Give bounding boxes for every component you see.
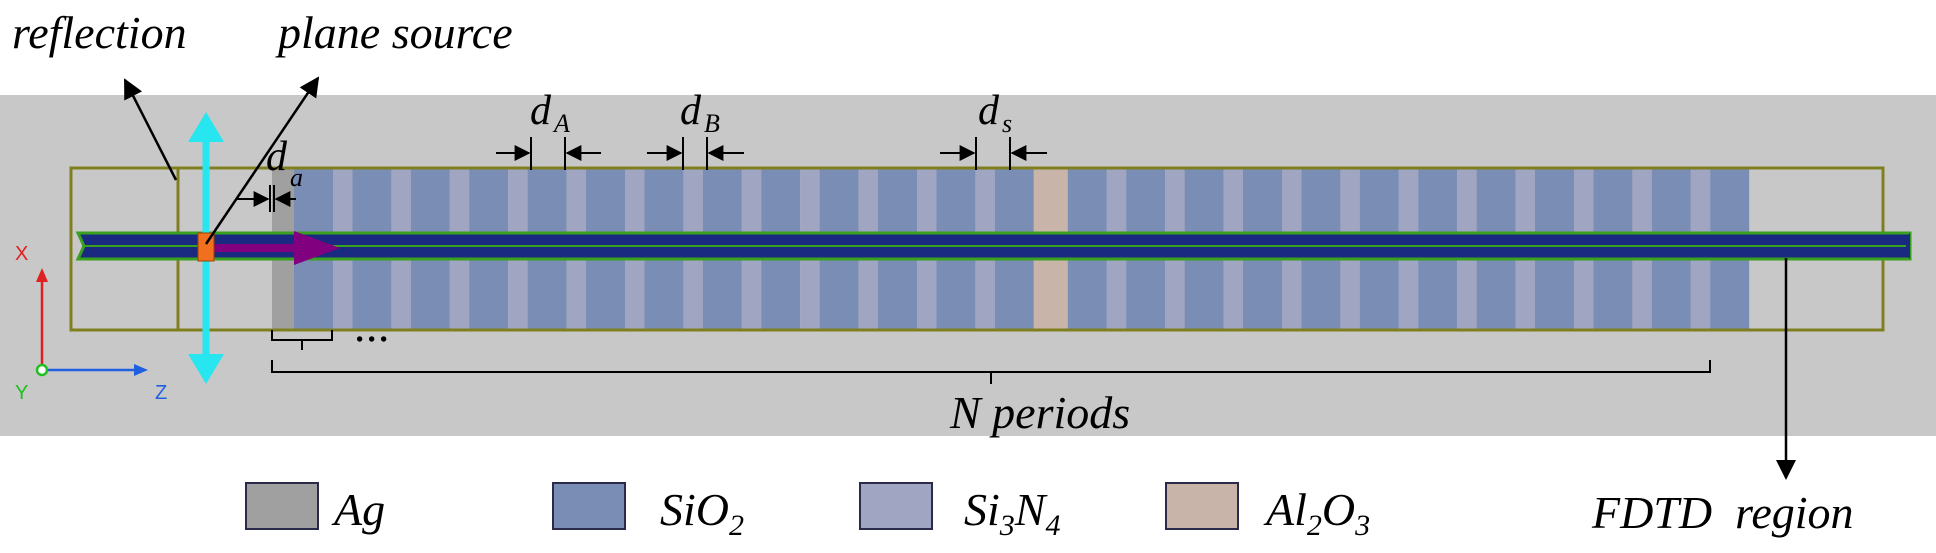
axis-x-label: X [15, 243, 28, 265]
axis-x-arrow-icon [36, 268, 48, 282]
propagation-arrow-icon [294, 231, 340, 265]
axis-z-label: Z [155, 382, 167, 404]
dimension-ds [940, 137, 1047, 170]
legend: Ag SiO2 Si3N4 Al2O3 [245, 482, 1370, 542]
source-arrow-down-icon [188, 354, 224, 384]
legend-label-sio2: SiO2 [660, 484, 744, 542]
dimension-dB [647, 137, 744, 170]
legend-label-ag: Ag [331, 484, 385, 535]
ellipsis: • • • [356, 329, 387, 351]
coordinate-axes: X Y Z [15, 243, 167, 404]
legend-item-ag: Ag [245, 482, 385, 535]
axis-z-arrow-icon [134, 364, 148, 376]
reflection-pointer [123, 78, 178, 181]
legend-label-al2o3: Al2O3 [1263, 484, 1370, 542]
n-periods-label: N periods [949, 387, 1130, 438]
legend-item-al2o3: Al2O3 [1165, 482, 1370, 542]
legend-swatch-ag [245, 482, 319, 530]
dimension-dA [496, 137, 601, 170]
reflection-label: reflection [12, 7, 187, 58]
unit-period-bracket [271, 330, 333, 350]
plane-source-label: plane source [275, 7, 513, 58]
legend-swatch-al2o3 [1165, 482, 1239, 530]
dimension-da [236, 185, 296, 212]
legend-label-si3n4: Si3N4 [964, 484, 1060, 542]
plane-source-pointer [204, 76, 320, 245]
source-arrow-up-icon [188, 112, 224, 142]
legend-item-si3n4: Si3N4 [859, 482, 1060, 542]
legend-swatch-si3n4 [859, 482, 933, 530]
n-periods-bracket [271, 360, 1711, 384]
fdtd-region-label: FDTD region [1591, 487, 1854, 538]
axis-y-label: Y [15, 382, 28, 404]
legend-item-sio2: SiO2 [552, 482, 744, 542]
legend-swatch-sio2 [552, 482, 626, 530]
